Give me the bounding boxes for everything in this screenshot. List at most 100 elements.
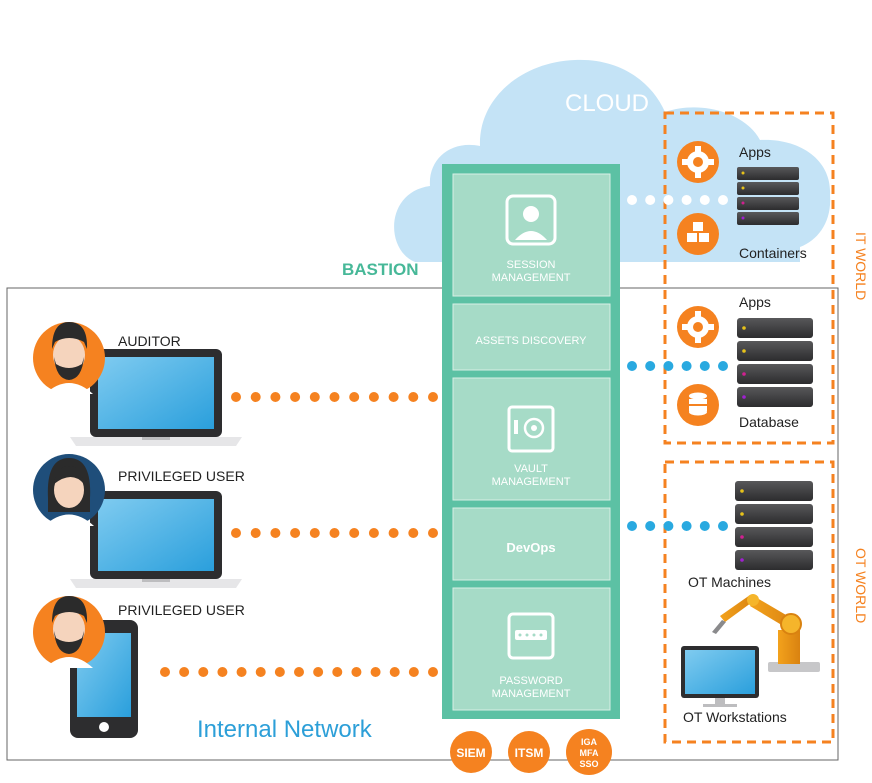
connector-dot-auditor: [270, 392, 281, 402]
connector-dot-privileged-1: [329, 528, 340, 538]
connector-dot-privileged-2: [236, 667, 247, 677]
connector-dot-privileged-1: [309, 528, 320, 538]
connector-dot-cloud: [718, 195, 728, 205]
connector-dot-auditor: [329, 392, 340, 402]
internal-apps[interactable]: Apps: [677, 294, 771, 348]
connector-dot-privileged-2: [332, 667, 343, 677]
connector-dot-auditor: [309, 392, 320, 402]
ot-workstations[interactable]: OT Workstations: [681, 646, 787, 725]
connector-dot-privileged-1: [408, 528, 419, 538]
internal-network-box: [6, 287, 839, 761]
connector-dot-privileged-2: [389, 667, 400, 677]
connector-dot-privileged-1: [428, 528, 438, 538]
integration-itsm-badge[interactable]: ITSM: [508, 731, 550, 773]
robot-arm-icon: [712, 594, 820, 672]
module-assets-discovery[interactable]: ASSETS DISCOVERY: [452, 303, 611, 371]
connector-dot-privileged-1: [270, 528, 281, 538]
connector-dot-privileged-1: [290, 528, 301, 538]
module-vault-management[interactable]: VAULT MANAGEMENT: [452, 377, 611, 501]
user-label: AUDITOR: [118, 333, 181, 349]
user-privileged-2[interactable]: PRIVILEGED USER: [33, 596, 245, 738]
connector-dot-ot: [681, 521, 692, 531]
module-label-line2: MANAGEMENT: [492, 272, 571, 284]
module-label: DevOps: [506, 540, 555, 555]
user-auditor[interactable]: AUDITOR: [33, 322, 242, 446]
connector-dot-ot: [718, 521, 728, 531]
laptop-icon: [70, 491, 242, 588]
ot-machines[interactable]: OT Machines: [688, 481, 813, 590]
connector-dot-ot: [627, 521, 637, 531]
internal-network-label: Internal Network: [197, 716, 373, 743]
connector-dot-it: [627, 361, 637, 371]
connector-dot-it: [663, 361, 674, 371]
module-devops[interactable]: DevOps: [452, 507, 611, 581]
gear-icon: [677, 141, 719, 183]
cloud-containers[interactable]: Containers: [677, 213, 807, 261]
connector-dot-auditor: [250, 392, 261, 402]
connector-dot-privileged-2: [160, 667, 170, 677]
connector-dot-it: [645, 361, 656, 371]
connector-dot-privileged-2: [370, 667, 381, 677]
connector-dots: [160, 195, 728, 677]
badge-label-line2: MFA: [580, 748, 599, 758]
module-label-line1: SESSION: [507, 259, 556, 271]
connector-dot-cloud: [699, 195, 710, 205]
connector-dot-privileged-2: [217, 667, 228, 677]
male-bearded-avatar: [33, 322, 105, 394]
integration-iga-mfa-sso-badge[interactable]: IGA MFA SSO: [566, 729, 612, 775]
server-rack-icon: [737, 318, 813, 407]
connector-dot-privileged-1: [349, 528, 360, 538]
user-label: PRIVILEGED USER: [118, 468, 245, 484]
connector-dot-privileged-2: [255, 667, 266, 677]
integration-siem-badge[interactable]: SIEM: [450, 731, 492, 773]
connector-dot-auditor: [290, 392, 301, 402]
ot-world-box: [663, 460, 835, 744]
module-label: ASSETS DISCOVERY: [475, 335, 587, 347]
connector-dot-cloud: [663, 195, 674, 205]
connector-dot-privileged-2: [428, 667, 438, 677]
connector-dot-ot: [645, 521, 656, 531]
boxes-icon: [677, 213, 719, 255]
monitor-icon: [681, 646, 759, 707]
user-label: PRIVILEGED USER: [118, 602, 245, 618]
module-label-line1: PASSWORD: [499, 675, 562, 687]
user-privileged-1[interactable]: PRIVILEGED USER: [33, 454, 245, 588]
connector-dot-cloud: [645, 195, 656, 205]
connector-dot-privileged-2: [198, 667, 209, 677]
session-user-icon: [505, 194, 557, 246]
gear-icon: [677, 306, 719, 348]
connector-dot-it: [718, 361, 728, 371]
connector-dot-privileged-2: [179, 667, 190, 677]
connector-dot-privileged-1: [388, 528, 399, 538]
connector-dot-ot: [663, 521, 674, 531]
connector-dot-privileged-1: [368, 528, 379, 538]
internal-database[interactable]: Database: [677, 384, 799, 430]
module-label-line2: MANAGEMENT: [492, 688, 571, 700]
server-rack-icon: [737, 167, 799, 225]
cloud-apps[interactable]: Apps: [677, 141, 771, 183]
connector-dot-cloud: [627, 195, 637, 205]
cloud-label: CLOUD: [565, 90, 649, 117]
connector-dot-privileged-2: [313, 667, 324, 677]
male-bearded-avatar: [33, 596, 105, 668]
module-label-line1: VAULT: [514, 463, 548, 475]
module-label-line2: MANAGEMENT: [492, 476, 571, 488]
database-icon: [677, 384, 719, 426]
module-password-management[interactable]: PASSWORD MANAGEMENT: [452, 587, 611, 711]
module-session-management[interactable]: SESSION MANAGEMENT: [452, 173, 611, 297]
server-rack-icon: [735, 481, 813, 570]
badge-label-line1: IGA: [581, 737, 598, 747]
connector-dot-privileged-2: [351, 667, 362, 677]
connector-dot-auditor: [368, 392, 379, 402]
ot-workstations-label: OT Workstations: [683, 709, 787, 725]
bastion-title: BASTION: [342, 260, 419, 279]
database-label: Database: [739, 414, 799, 430]
badge-label-line3: SSO: [579, 759, 598, 769]
female-avatar: [33, 454, 105, 526]
connector-dot-cloud: [681, 195, 692, 205]
connector-dot-privileged-2: [274, 667, 285, 677]
apps-label: Apps: [739, 144, 771, 160]
connector-dot-auditor: [231, 392, 241, 402]
connector-dot-privileged-2: [294, 667, 304, 677]
